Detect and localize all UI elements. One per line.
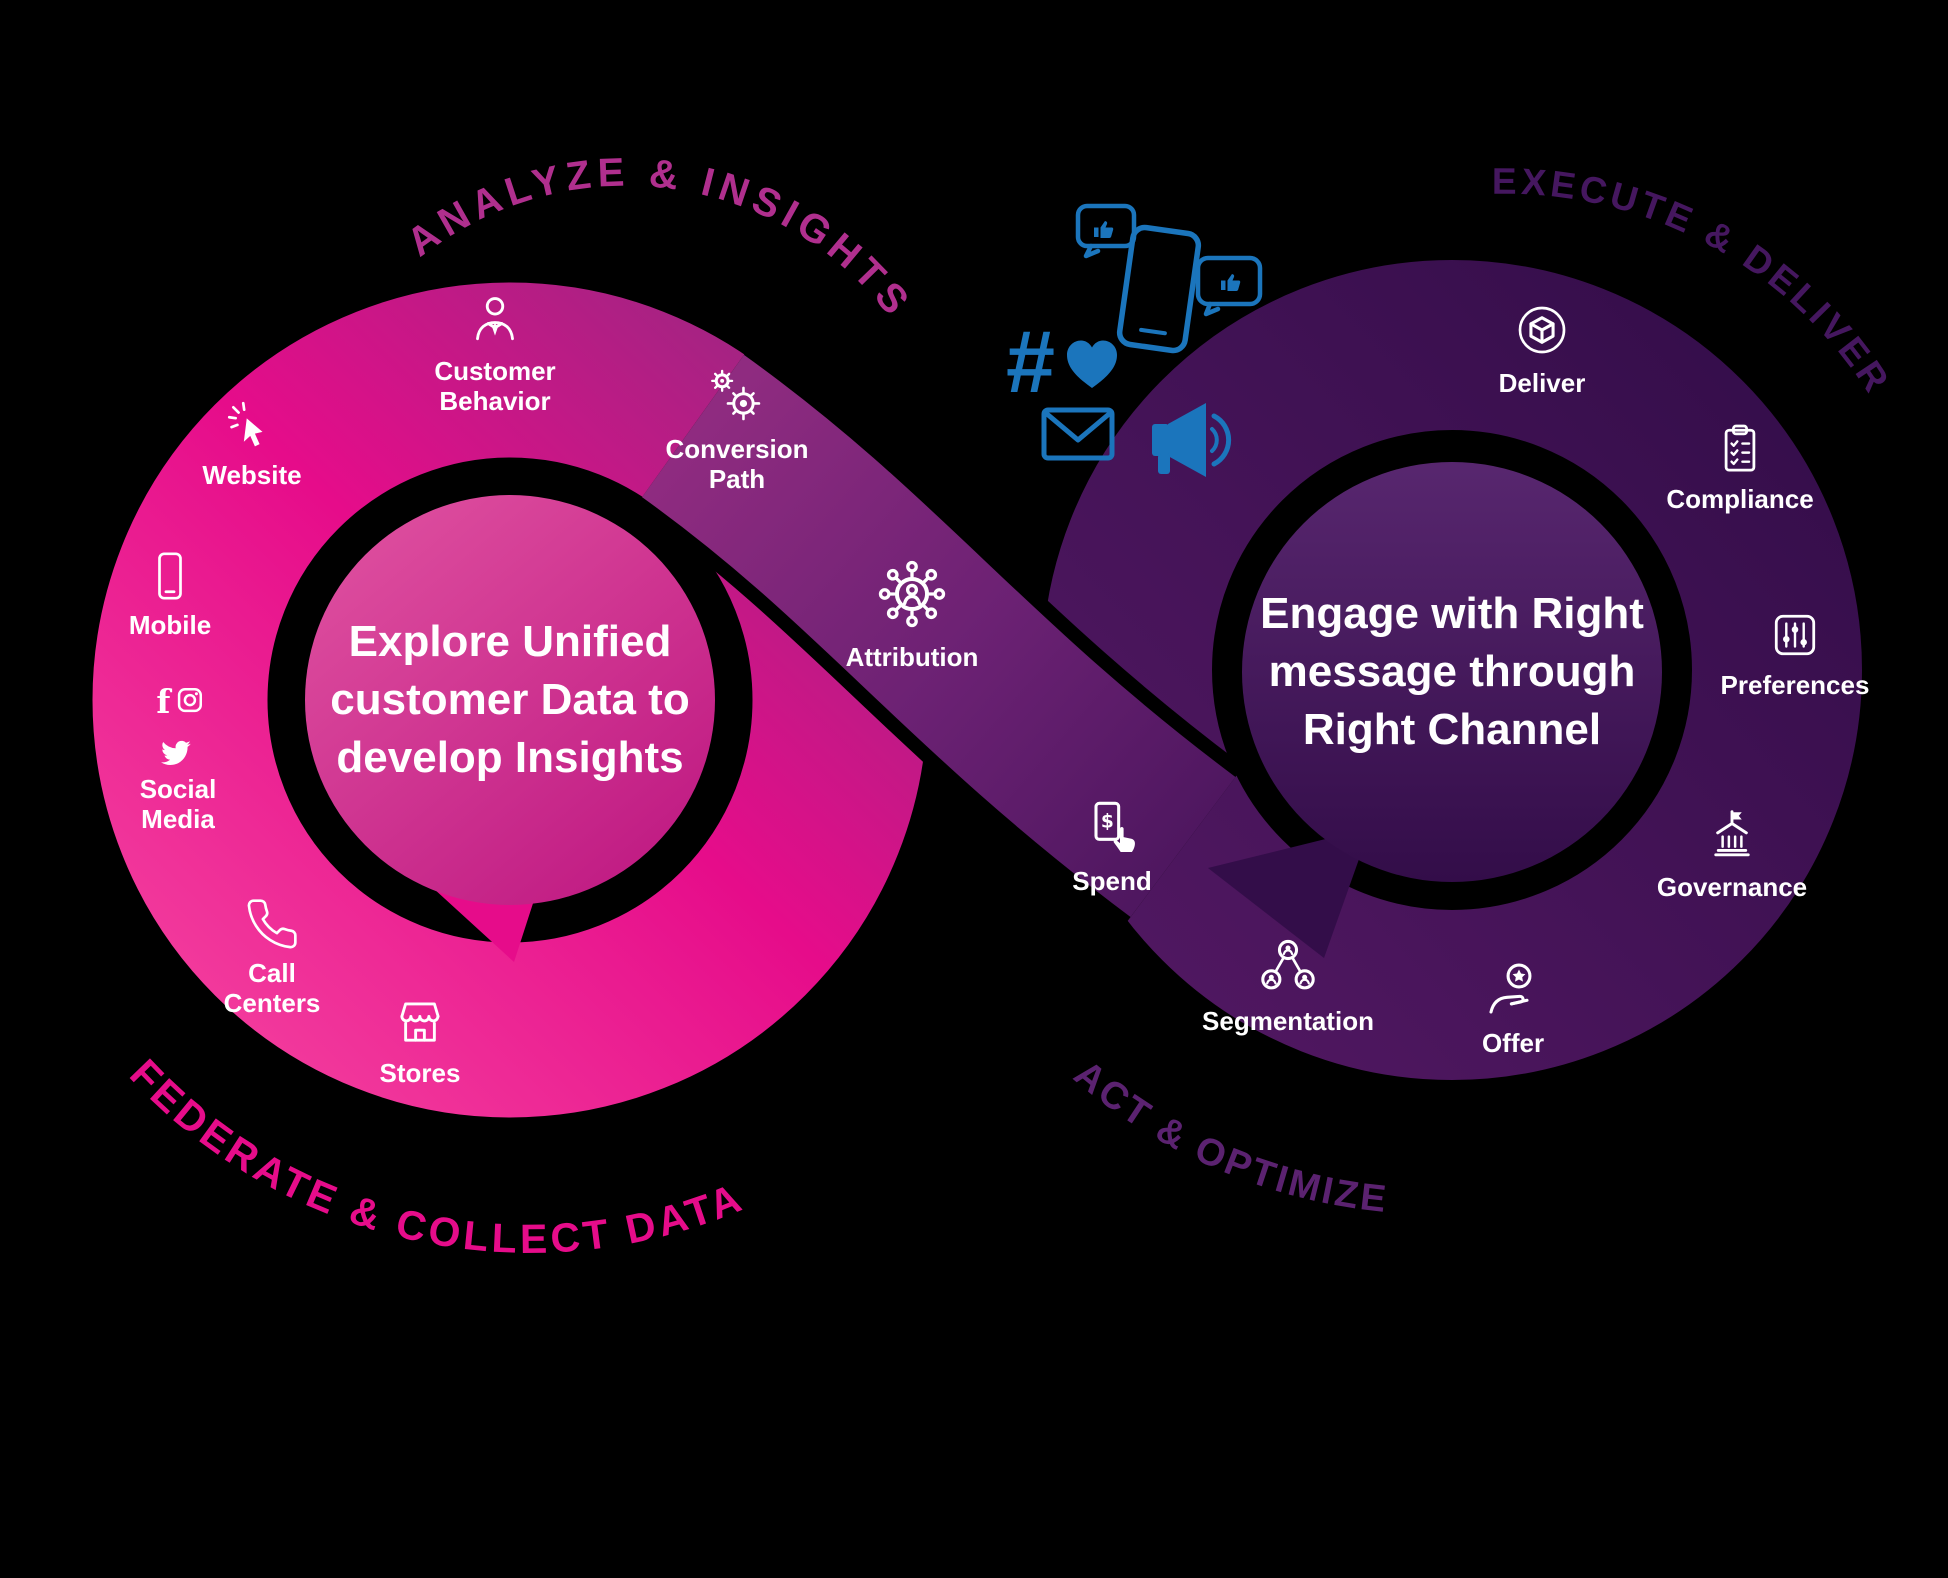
node-website-label: Website	[202, 460, 302, 490]
node-governance-label: Governance	[1656, 872, 1808, 902]
node-offer-label: Offer	[1481, 1028, 1545, 1058]
node-compliance-label: Compliance	[1666, 484, 1814, 514]
offer-icon	[1481, 958, 1545, 1022]
engage-disc	[1242, 462, 1662, 882]
social-phone-icon	[1075, 203, 1263, 354]
node-compliance: Compliance	[1665, 420, 1815, 514]
preferences-icon	[1766, 606, 1824, 664]
node-website: Website	[177, 398, 327, 490]
engage-arrowhead	[1208, 828, 1370, 958]
node-spend: $ Spend	[1037, 796, 1187, 896]
node-mobile-label: Mobile	[128, 610, 212, 640]
compliance-icon	[1711, 420, 1769, 478]
email-icon	[1041, 407, 1115, 461]
crossover-ribbon	[641, 354, 1236, 918]
node-stores: Stores	[345, 992, 495, 1088]
digital-channels-cluster: #	[1006, 203, 1263, 477]
node-attribution: Attribution	[827, 552, 997, 672]
node-customer-behavior-label: Customer Behavior	[434, 356, 556, 417]
spend-icon: $	[1080, 796, 1144, 860]
svg-text:$: $	[1101, 811, 1114, 832]
node-mobile: Mobile	[95, 548, 245, 640]
customer-behavior-icon	[465, 290, 525, 350]
segmentation-icon	[1256, 936, 1320, 1000]
engage-ring	[1042, 260, 1862, 1080]
explore-disc	[305, 495, 715, 905]
right-circle-text: Engage with Right message through Right …	[1260, 588, 1644, 755]
cursor-click-icon	[224, 398, 280, 454]
gears-icon	[706, 366, 768, 428]
phase-label-act: ACT & OPTIMIZE	[1066, 1053, 1391, 1222]
svg-text:f: f	[156, 682, 172, 721]
node-governance: Governance	[1657, 806, 1807, 902]
node-social-media-label: Social Media	[139, 774, 217, 835]
governance-icon	[1702, 806, 1762, 866]
left-circle-text: Explore Unified customer Data to develop…	[330, 616, 690, 783]
node-call-centers-label: Call Centers	[223, 958, 321, 1019]
node-customer-behavior: Customer Behavior	[420, 290, 570, 416]
social-media-icon: f	[152, 682, 204, 768]
node-preferences-label: Preferences	[1720, 670, 1870, 700]
node-preferences: Preferences	[1715, 606, 1875, 700]
hashtag-icon: #	[1006, 312, 1055, 411]
node-segmentation-label: Segmentation	[1202, 1006, 1374, 1036]
node-conversion-path-label: Conversion Path	[665, 434, 809, 495]
node-conversion-path: Conversion Path	[665, 366, 809, 494]
node-deliver-label: Deliver	[1498, 368, 1586, 398]
node-segmentation: Segmentation	[1202, 936, 1374, 1036]
node-offer: Offer	[1438, 958, 1588, 1058]
node-spend-label: Spend	[1072, 866, 1152, 896]
node-stores-label: Stores	[379, 1058, 461, 1088]
node-deliver: Deliver	[1467, 298, 1617, 398]
smartphone-icon	[142, 548, 198, 604]
heart-icon	[1067, 340, 1117, 388]
megaphone-icon	[1152, 403, 1232, 477]
storefront-icon	[390, 992, 450, 1052]
phone-handset-icon	[244, 896, 300, 952]
deliver-icon	[1510, 298, 1574, 362]
attribution-network-icon	[870, 552, 954, 636]
node-attribution-label: Attribution	[845, 642, 979, 672]
node-social-media: f Social Media	[126, 682, 230, 834]
node-call-centers: Call Centers	[220, 896, 324, 1018]
